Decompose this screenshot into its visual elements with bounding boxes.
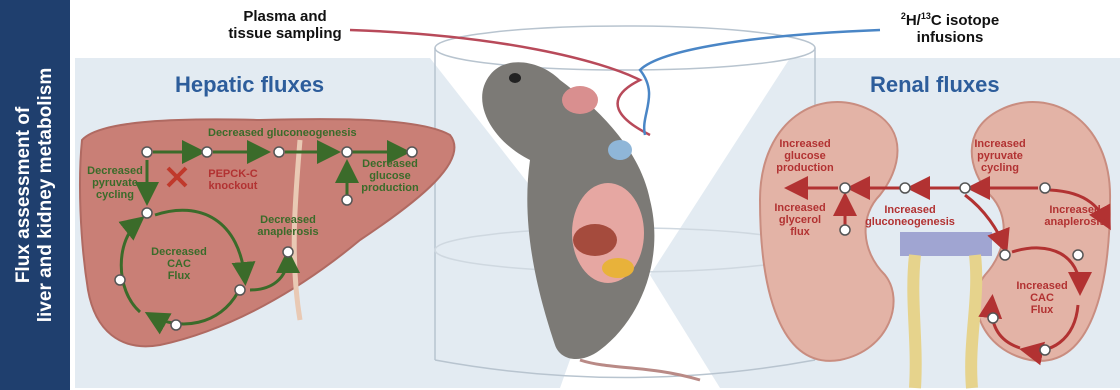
renal-vessels (900, 232, 992, 256)
hepatic-gluconeogenesis-label: Decreased gluconeogenesis (208, 127, 357, 139)
sidebar-line-1: Flux assessment of (13, 15, 35, 375)
sidebar-title: Flux assessment of liver and kidney meta… (13, 15, 57, 375)
renal-title: Renal fluxes (870, 72, 1000, 98)
ureter-left (913, 255, 915, 388)
sampling-label: Plasma and tissue sampling (205, 8, 365, 42)
ureter-right (971, 255, 976, 388)
hepatic-title: Hepatic fluxes (175, 72, 324, 98)
isotope-label: 2H/13C isotope infusions (870, 8, 1030, 46)
sidebar-line-2: liver and kidney metabolism (35, 15, 57, 375)
sidebar: Flux assessment of liver and kidney meta… (0, 0, 70, 390)
